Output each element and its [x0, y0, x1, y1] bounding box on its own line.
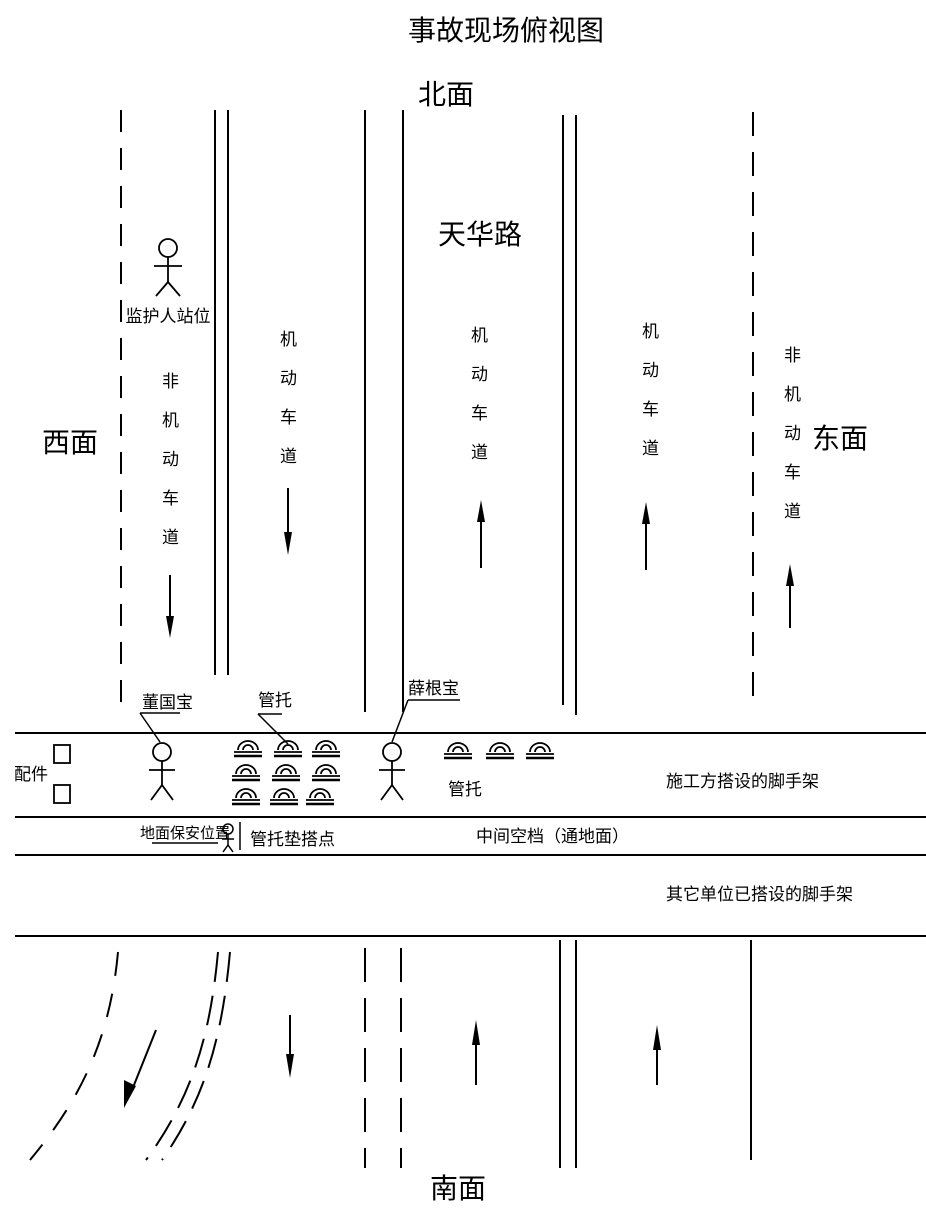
pipe-support-icon: [442, 741, 474, 760]
arrow-up-icon: [786, 564, 794, 628]
arrow-up-icon: [642, 502, 650, 570]
arrow-up-icon: [653, 1025, 661, 1085]
ground-safety-label: 地面保安位置: [140, 824, 230, 842]
west-nonmotor-lane-label: 非机动车道: [158, 372, 179, 567]
curved-lane-line: [145, 951, 219, 1161]
parts-label: 配件: [14, 765, 48, 785]
motor-lane-2-label: 机动车道: [467, 326, 488, 482]
pipe-support-icon: [268, 787, 300, 806]
traffic-arrows-south: [124, 1015, 661, 1108]
pipe-support-icon: [524, 741, 556, 760]
pipe-support-top-label: 管托: [258, 691, 292, 711]
east-nonmotor-lane-label: 非机动车道: [780, 346, 801, 541]
traffic-arrows-north: [166, 488, 794, 638]
motor-lane-1-label: 机动车道: [276, 330, 297, 486]
arrow-up-icon: [477, 500, 485, 568]
diagram-title: 事故现场俯视图: [408, 14, 604, 47]
worker-2-leader: [391, 699, 409, 743]
guard-person-icon: [154, 238, 182, 297]
east-label: 东面: [812, 422, 868, 455]
arrow-down-left-icon: [124, 1029, 157, 1108]
construction-scaffold-label: 施工方搭设的脚手架: [666, 772, 819, 792]
pipe-support-leader: [257, 713, 289, 745]
motor-lane-3-label: 机动车道: [638, 322, 659, 478]
north-label: 北面: [418, 78, 474, 111]
pipe-support-icon: [230, 763, 262, 782]
worker-1-leader: [139, 712, 161, 743]
south-label: 南面: [430, 1172, 486, 1205]
pipe-support-icon: [310, 763, 342, 782]
worker-2-person-icon: [379, 742, 405, 801]
other-scaffold-label: 其它单位已搭设的脚手架: [666, 885, 853, 905]
part-box-icon: [53, 744, 71, 764]
pipe-support-icon: [270, 763, 302, 782]
worker-1-person-icon: [149, 742, 175, 801]
curved-edge-line: [29, 951, 119, 1161]
worker-2-name: 薛根宝: [408, 679, 459, 699]
road-name: 天华路: [438, 218, 522, 251]
pipe-support-mid-label: 管托: [448, 780, 482, 800]
pipe-support-icon: [232, 739, 264, 758]
road-lines-south: [29, 940, 752, 1168]
pipe-support-icon: [230, 787, 262, 806]
pipe-support-icon: [310, 739, 342, 758]
curved-lane-line: [161, 951, 231, 1161]
pipe-support-icon: [484, 741, 516, 760]
scaffold-band-lines: [15, 732, 926, 856]
arrow-down-icon: [166, 575, 174, 638]
pad-point-label: 管托垫搭点: [250, 830, 335, 850]
arrow-up-icon: [472, 1020, 480, 1085]
worker-1-name: 董国宝: [142, 693, 193, 713]
pipe-support-stack: [230, 739, 342, 806]
ground-safety-person-icon: [222, 823, 234, 853]
guard-position-label: 监护人站位: [126, 307, 211, 327]
part-box-icon: [53, 784, 71, 804]
arrow-down-icon: [286, 1015, 294, 1078]
arrow-down-icon: [284, 488, 292, 555]
middle-gap-label: 中间空档（通地面）: [476, 827, 629, 847]
pipe-support-icon: [304, 787, 336, 806]
pipe-support-row: [442, 741, 556, 760]
road-lines-north: [120, 110, 754, 715]
west-label: 西面: [42, 426, 98, 459]
